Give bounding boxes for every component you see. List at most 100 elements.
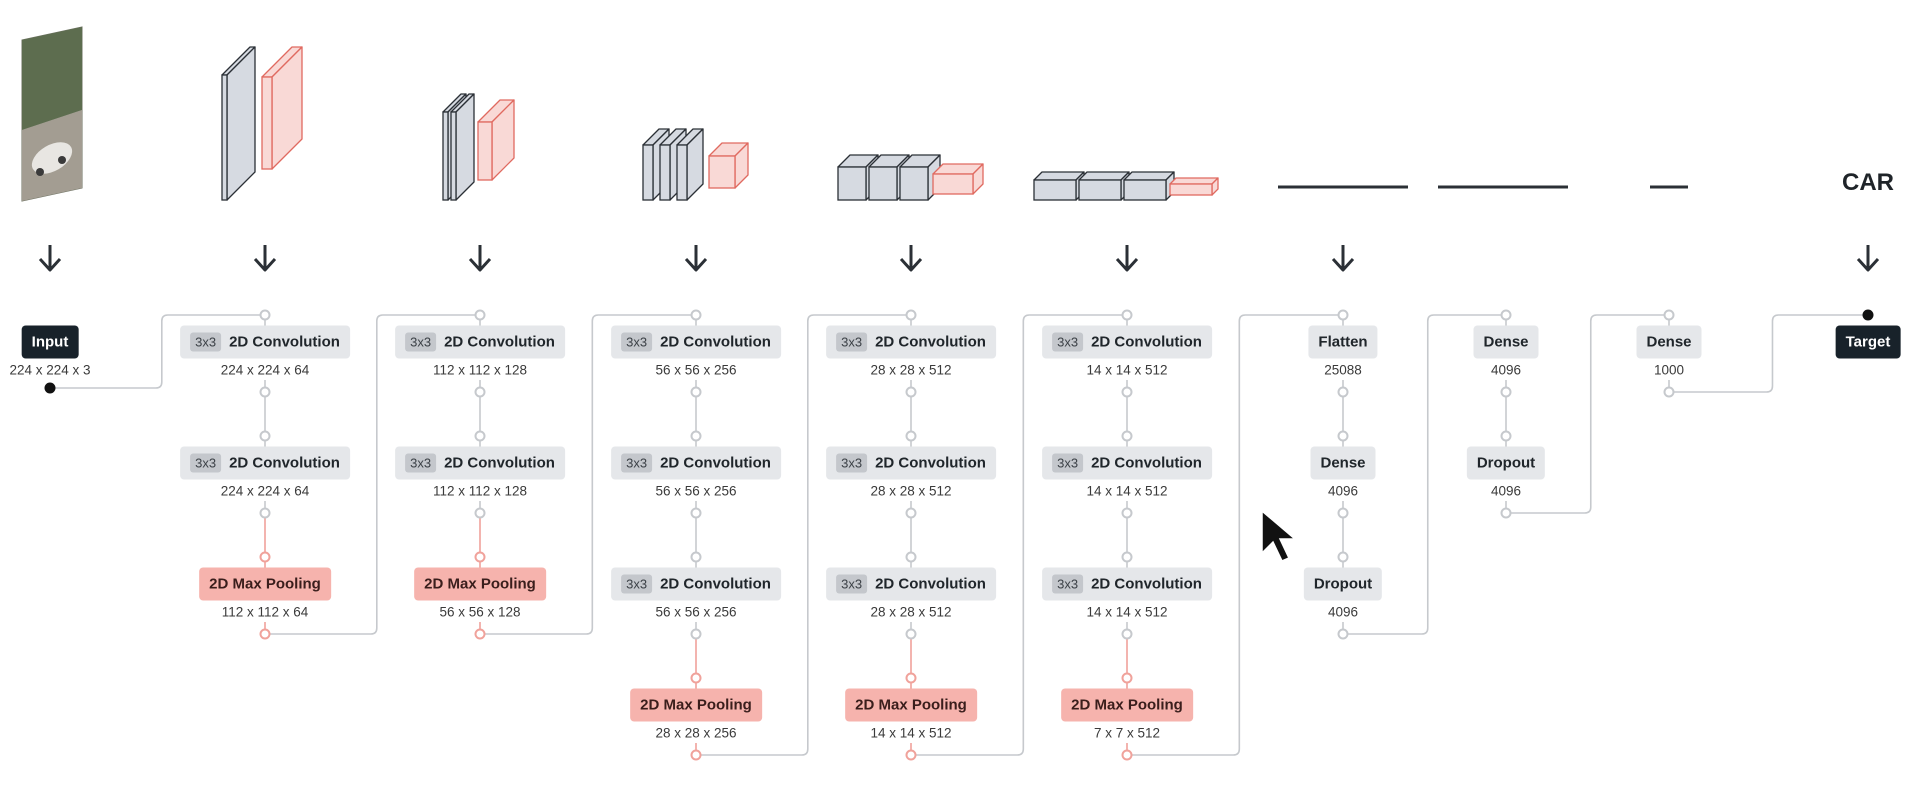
port-dot: [1663, 309, 1675, 321]
cube-front-face: [221, 74, 228, 201]
layer-output-shape: 14 x 14 x 512: [1086, 362, 1168, 378]
dense-layer[interactable]: Dense: [1310, 446, 1376, 480]
port-dot: [690, 309, 702, 321]
maxpool-layer-label: 2D Max Pooling: [1071, 696, 1183, 714]
dropout-layer[interactable]: Dropout: [1466, 446, 1546, 480]
dense-layer-label: Dense: [1483, 333, 1529, 351]
port-dot: [1121, 551, 1133, 563]
dropout-layer[interactable]: Dropout: [1303, 567, 1383, 601]
port-dot: [1337, 430, 1349, 442]
dropout-layer-label: Dropout: [1313, 575, 1373, 593]
port-dot: [474, 430, 486, 442]
port-dot: [690, 628, 702, 640]
image-foliage: [22, 27, 82, 130]
port-dot: [44, 382, 56, 394]
block-link: [480, 314, 696, 635]
conv2d-layer[interactable]: 3x3 2D Convolution: [611, 567, 781, 601]
port-dot: [1663, 386, 1675, 398]
port-dot: [1121, 628, 1133, 640]
layer-output-shape: 7 x 7 x 512: [1093, 725, 1161, 741]
mouse-cursor-icon: [1261, 509, 1298, 562]
conv2d-layer-label: 2D Convolution: [660, 575, 771, 593]
flow-arrow-icon: [684, 245, 708, 272]
prediction-label: CAR: [1842, 169, 1894, 196]
layer-output-shape: 28 x 28 x 512: [870, 362, 952, 378]
maxpool-layer[interactable]: 2D Max Pooling: [1061, 688, 1193, 722]
port-dot: [1121, 386, 1133, 398]
maxpool-layer[interactable]: 2D Max Pooling: [630, 688, 762, 722]
port-dot: [1862, 309, 1874, 321]
flow-arrow-icon: [899, 245, 923, 272]
port-dot: [690, 672, 702, 684]
port-dot: [690, 507, 702, 519]
port-dot: [1500, 430, 1512, 442]
layer-output-shape: 56 x 56 x 256: [655, 604, 737, 620]
port-dot: [1121, 430, 1133, 442]
cube-front-face: [1169, 183, 1213, 196]
kernel-size-badge: 3x3: [836, 453, 868, 473]
cube-front-face: [868, 166, 898, 201]
port-dot: [905, 386, 917, 398]
flow-arrow-icon: [38, 245, 62, 272]
flow-arrow-icon: [253, 245, 277, 272]
kernel-size-badge: 3x3: [621, 574, 653, 594]
conv2d-layer-label: 2D Convolution: [1091, 454, 1202, 472]
cube-front-face: [1033, 179, 1077, 201]
cube-front-face: [442, 111, 449, 201]
port-dot: [474, 628, 486, 640]
port-dot: [474, 551, 486, 563]
port-dot: [1337, 309, 1349, 321]
port-dot: [690, 430, 702, 442]
conv2d-layer-label: 2D Convolution: [875, 575, 986, 593]
conv2d-layer-label: 2D Convolution: [1091, 333, 1202, 351]
port-dot: [905, 309, 917, 321]
feature-map-stack-1: [221, 46, 303, 201]
input-node[interactable]: Input: [21, 325, 79, 359]
port-dot: [1500, 386, 1512, 398]
maxpool-layer-label: 2D Max Pooling: [209, 575, 321, 593]
maxpool-layer[interactable]: 2D Max Pooling: [414, 567, 546, 601]
maxpool-layer[interactable]: 2D Max Pooling: [845, 688, 977, 722]
flatten-layer[interactable]: Flatten: [1308, 325, 1378, 359]
layer-output-shape: 4096: [1490, 483, 1522, 499]
cube-front-face: [837, 166, 867, 201]
conv2d-layer-label: 2D Convolution: [1091, 575, 1202, 593]
port-dot: [690, 551, 702, 563]
dense-layer[interactable]: Dense: [1636, 325, 1702, 359]
block-link: [1127, 314, 1343, 756]
dropout-layer-label: Dropout: [1476, 454, 1536, 472]
maxpool-layer[interactable]: 2D Max Pooling: [199, 567, 331, 601]
conv2d-layer-label: 2D Convolution: [660, 333, 771, 351]
port-dot: [259, 430, 271, 442]
port-dot: [474, 309, 486, 321]
conv2d-layer[interactable]: 3x3 2D Convolution: [1042, 567, 1212, 601]
target-node[interactable]: Target: [1835, 325, 1901, 359]
port-dot: [1337, 551, 1349, 563]
layer-output-shape: 28 x 28 x 512: [870, 483, 952, 499]
cube-front-face: [477, 121, 493, 181]
dense-layer-label: Dense: [1646, 333, 1692, 351]
port-dot: [1337, 628, 1349, 640]
cube-top-face: [1169, 177, 1219, 185]
dense-layer[interactable]: Dense: [1473, 325, 1539, 359]
port-dot: [690, 749, 702, 761]
conv2d-layer-label: 2D Convolution: [875, 333, 986, 351]
maxpool-layer-label: 2D Max Pooling: [855, 696, 967, 714]
conv2d-layer-label: 2D Convolution: [660, 454, 771, 472]
layer-output-shape: 224 x 224 x 64: [220, 362, 310, 378]
connector-dots: [44, 309, 1874, 761]
layer-output-shape: 14 x 14 x 512: [1086, 483, 1168, 499]
kernel-size-badge: 3x3: [1052, 574, 1084, 594]
